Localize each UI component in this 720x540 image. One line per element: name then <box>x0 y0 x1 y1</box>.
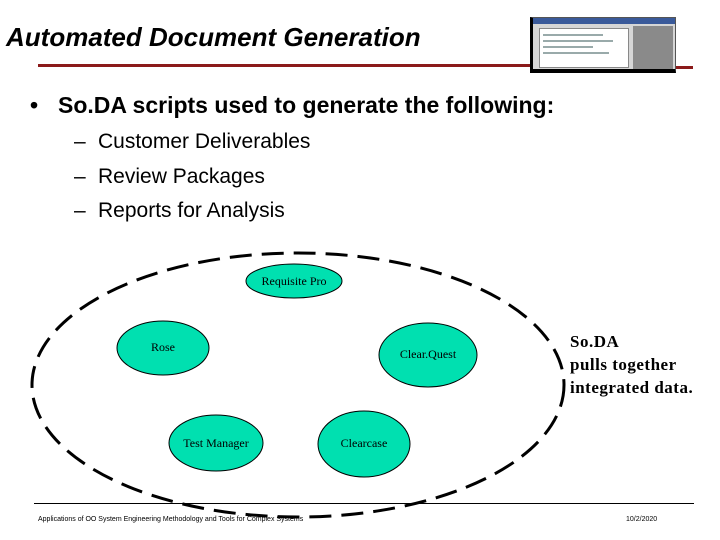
node-label-requisite-pro: Requisite Pro <box>261 274 327 288</box>
title-rule <box>38 64 530 67</box>
integration-boundary-ellipse <box>30 251 566 519</box>
node-label-rose: Rose <box>151 340 175 354</box>
node-label-clearcase: Clearcase <box>340 436 388 450</box>
title-rule-right <box>675 66 693 69</box>
thumbnail-line <box>543 40 613 42</box>
node-clearquest <box>378 322 478 388</box>
thumbnail-dark-panel <box>633 26 673 69</box>
soda-note-line: pulls together <box>570 355 677 374</box>
thumbnail-line <box>543 34 603 36</box>
main-bullet: • So.DA scripts used to generate the foll… <box>30 92 554 119</box>
main-bullet-text: So.DA scripts used to generate the follo… <box>58 92 555 118</box>
sub-bullet-marker: – <box>74 199 86 222</box>
node-label-test-manager: Test Manager <box>183 436 249 450</box>
soda-note-line: So.DA <box>570 332 620 351</box>
screenshot-thumbnail <box>530 17 676 73</box>
sub-bullet: –Customer Deliverables <box>74 130 310 154</box>
node-requisite-pro <box>245 263 343 299</box>
thumbnail-line <box>543 46 593 48</box>
footer-rule <box>34 503 694 504</box>
sub-bullet-marker: – <box>74 165 86 188</box>
sub-bullet: –Reports for Analysis <box>74 199 285 223</box>
sub-bullet-text: Customer Deliverables <box>98 130 311 153</box>
sub-bullet: –Review Packages <box>74 165 265 189</box>
thumbnail-titlebar <box>533 18 675 24</box>
sub-bullet-marker: – <box>74 130 86 153</box>
node-test-manager <box>168 414 264 472</box>
soda-note-line: integrated data. <box>570 378 694 397</box>
sub-bullet-text: Reports for Analysis <box>98 199 285 222</box>
sub-bullet-text: Review Packages <box>98 165 265 188</box>
footer-date: 10/2/2020 <box>626 516 658 523</box>
node-rose <box>116 320 210 376</box>
soda-note: So.DA pulls together integrated data. <box>570 330 693 399</box>
thumbnail-line <box>543 52 609 54</box>
node-clearcase <box>317 410 411 478</box>
footer-course-title: Applications of OO System Engineering Me… <box>38 516 304 523</box>
node-label-clearquest: Clear.Quest <box>399 347 457 361</box>
slide-title: Automated Document Generation <box>6 22 421 52</box>
bullet-marker: • <box>30 92 39 118</box>
